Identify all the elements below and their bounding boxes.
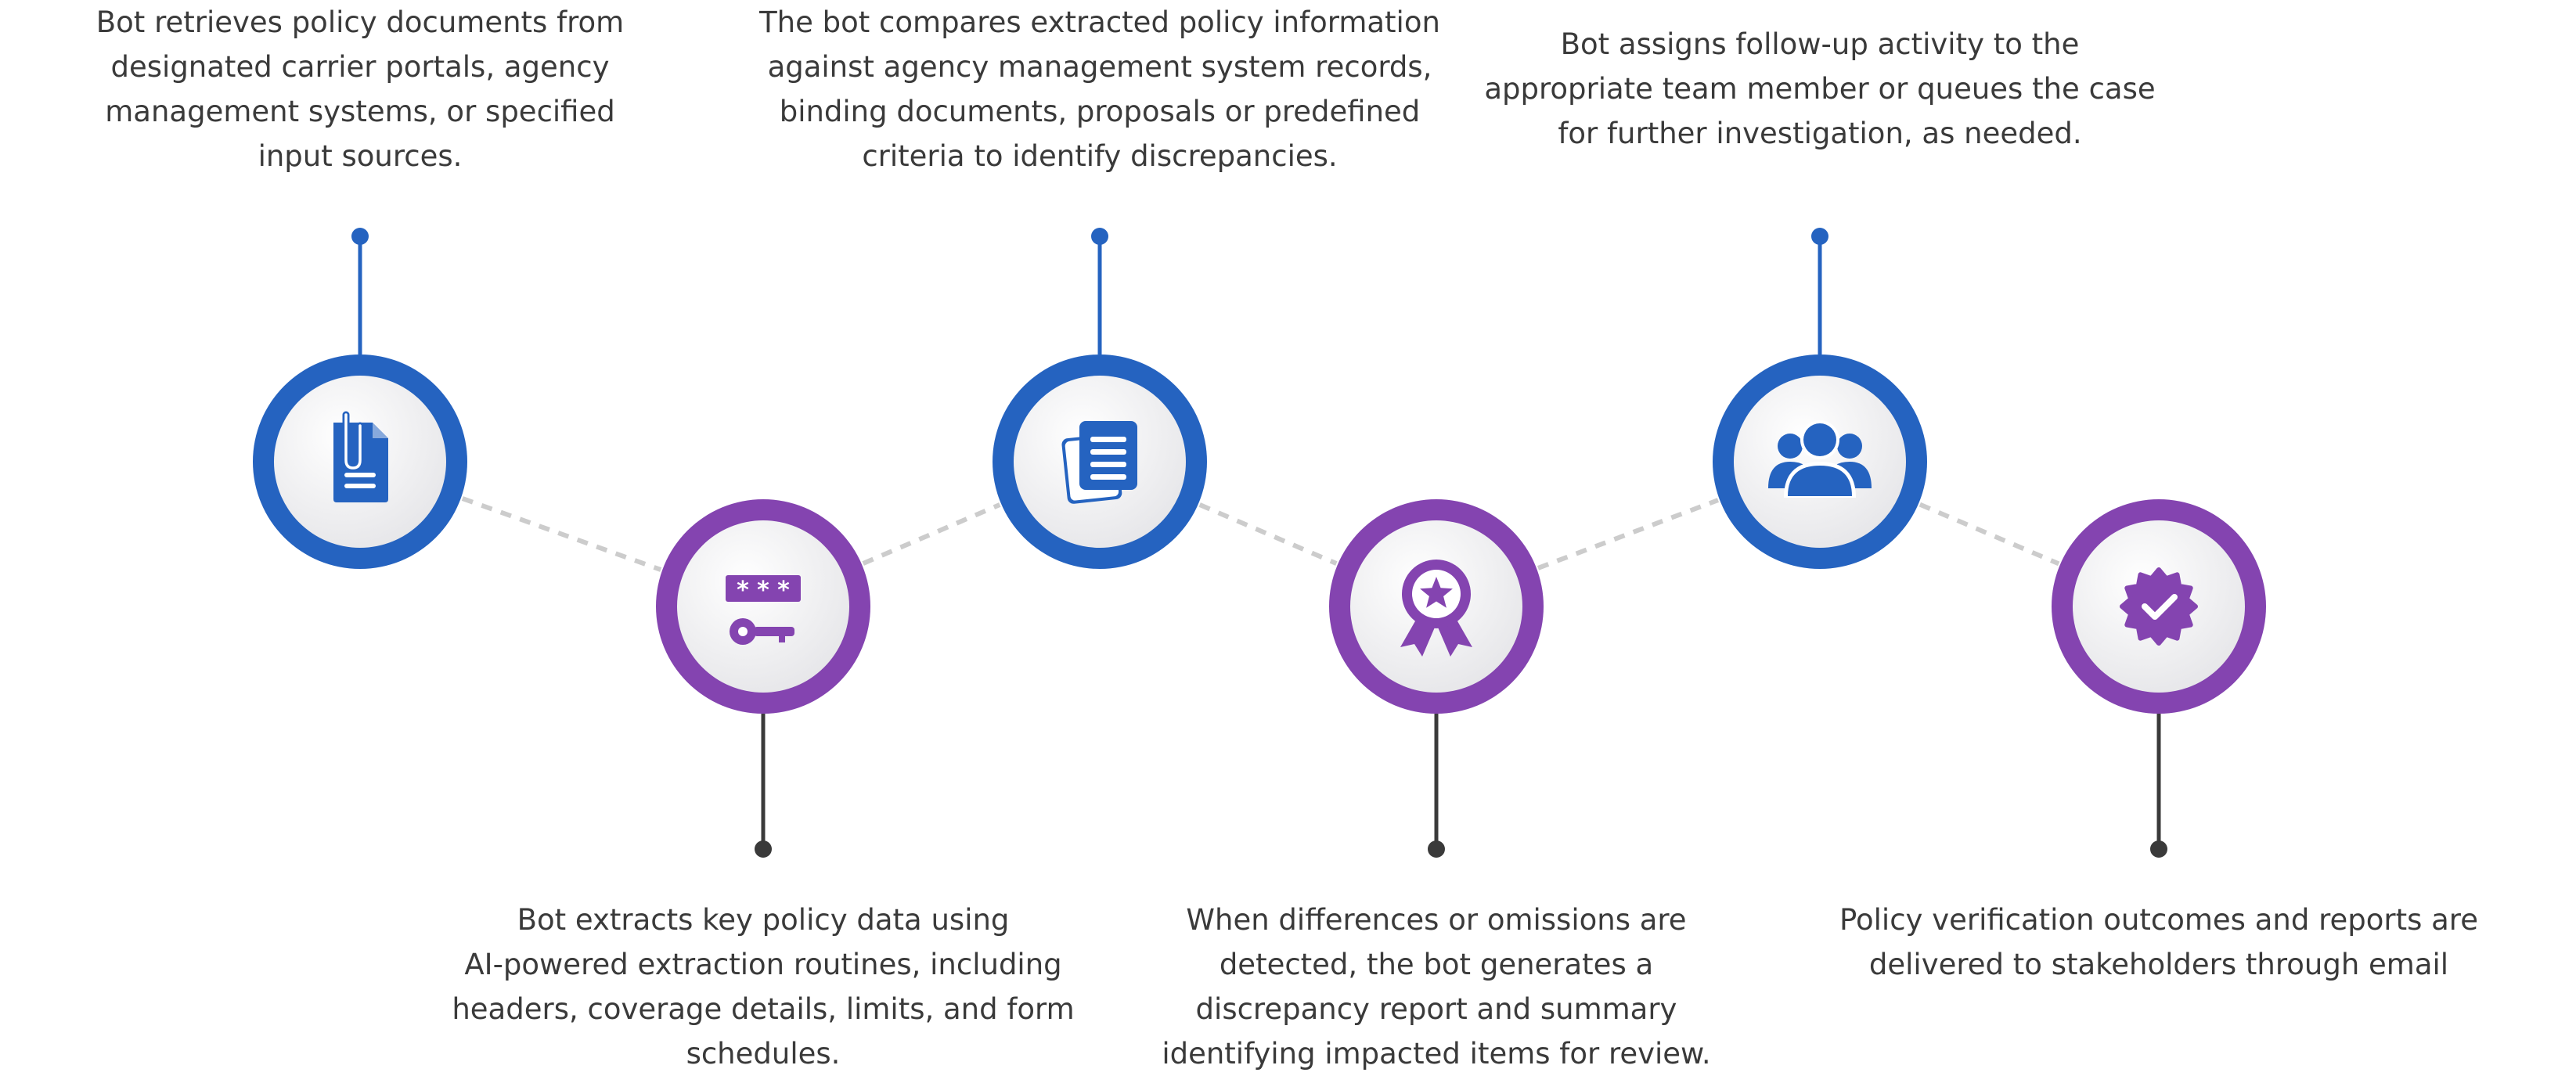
description-line: The bot compares extracted policy inform… — [759, 5, 1440, 39]
svg-text:*: * — [737, 577, 749, 604]
step-node-6 — [2052, 499, 2266, 714]
description-line: binding documents, proposals or predefin… — [779, 95, 1421, 128]
description-line: management systems, or specified — [105, 95, 615, 128]
step-4-description: When differences or omissions are detecte… — [1131, 898, 1742, 1076]
step-stem-dot — [1428, 840, 1445, 858]
description-line: AI-powered extraction routines, includin… — [464, 948, 1062, 981]
award-ribbon-icon — [1400, 560, 1472, 657]
connectors-layer — [461, 496, 2060, 572]
step-stem-dot — [1811, 228, 1828, 245]
step-1-description: Bot retrieves policy documents from desig… — [63, 0, 658, 178]
step-6-description: Policy verification outcomes and reports… — [1822, 898, 2495, 987]
step-node-2: * * * — [656, 499, 870, 714]
step-stem-dot — [755, 840, 772, 858]
description-line: discrepancy report and summary — [1195, 992, 1677, 1026]
description-line: Bot assigns follow-up activity to the — [1560, 27, 2080, 61]
step-node-5 — [1713, 354, 1927, 569]
description-line: When differences or omissions are — [1186, 903, 1687, 937]
svg-text:*: * — [777, 577, 790, 604]
connector-line — [862, 502, 1001, 566]
connector-line — [1918, 502, 2060, 567]
description-line: appropriate team member or queues the ca… — [1484, 72, 2156, 106]
connector-line — [1537, 498, 1720, 570]
step-stem-dot — [1091, 228, 1108, 245]
password-key-icon: * * * — [726, 575, 801, 645]
connector-line — [1198, 502, 1338, 566]
stems-layer — [351, 228, 2167, 858]
step-stem-dot — [351, 228, 369, 245]
description-line: identifying impacted items for review. — [1162, 1037, 1711, 1071]
step-node-3 — [993, 354, 1207, 569]
step-node-1 — [253, 354, 467, 569]
svg-text:*: * — [757, 577, 769, 604]
description-line: schedules. — [686, 1037, 841, 1071]
step-3-description: The bot compares extracted policy inform… — [748, 0, 1452, 178]
description-line: designated carrier portals, agency — [110, 50, 610, 84]
team-users-icon — [1768, 420, 1872, 498]
verified-badge-icon — [2120, 567, 2198, 646]
description-line: headers, coverage details, limits, and f… — [452, 992, 1075, 1026]
description-line: detected, the bot generates a — [1219, 948, 1654, 981]
connector-line — [461, 496, 662, 572]
stacked-documents-icon — [1061, 421, 1137, 504]
description-line: input sources. — [258, 139, 463, 173]
description-line: Policy verification outcomes and reports… — [1839, 903, 2478, 937]
description-line: Bot retrieves policy documents from — [95, 5, 625, 39]
description-line: Bot extracts key policy data using — [517, 903, 1010, 937]
step-stem-dot — [2150, 840, 2167, 858]
description-line: criteria to identify discrepancies. — [862, 139, 1338, 173]
description-line: against agency management system records… — [767, 50, 1432, 84]
step-node-4 — [1329, 499, 1544, 714]
description-line: delivered to stakeholders through email — [1868, 948, 2449, 981]
nodes-layer: * * * — [253, 354, 2266, 714]
step-5-description: Bot assigns follow-up activity to the app… — [1460, 22, 2180, 156]
clipped-document-icon — [333, 411, 388, 502]
step-node-inner — [677, 520, 849, 693]
description-line: for further investigation, as needed. — [1558, 117, 2082, 150]
